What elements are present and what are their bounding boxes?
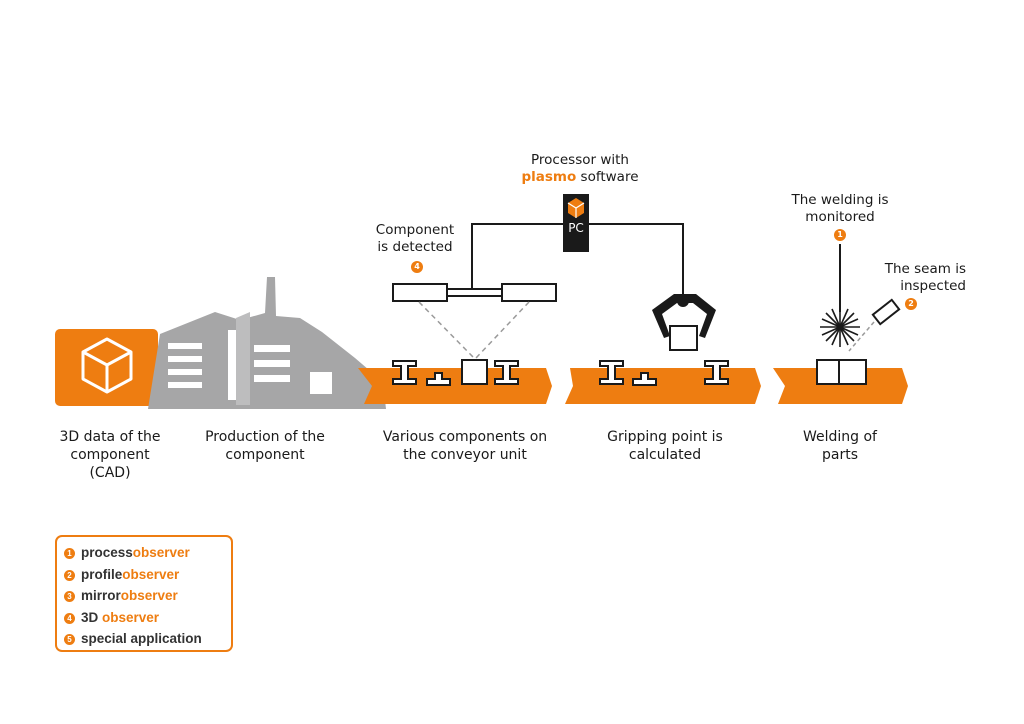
component-detected-label: Component is detected (375, 222, 455, 255)
plasmo-brand: plasmo (521, 169, 577, 185)
factory-icon (148, 277, 386, 409)
camera-icon (392, 283, 557, 302)
caption-production: Production of the component (205, 429, 325, 463)
processor-label: Processor with plasmo software (521, 152, 639, 185)
welding-monitored-label: The welding is monitored (791, 192, 889, 225)
caption-welding: Welding of parts (802, 429, 877, 463)
badge-2: 2 (905, 298, 917, 310)
pc-icon (563, 194, 589, 252)
caption-gripping: Gripping point is calculated (607, 429, 723, 463)
badge-4: 4 (411, 261, 423, 273)
caption-cad: 3D data of the component (CAD) (59, 429, 161, 481)
caption-conveyor: Various components on the conveyor unit (382, 429, 548, 463)
badge-1: 1 (834, 229, 846, 241)
sensor-icon (848, 298, 901, 352)
gripper-icon (652, 294, 716, 351)
pc-label: PC (568, 221, 584, 235)
cad-cube-icon (55, 329, 158, 406)
seam-inspected-label: The seam is inspected (884, 261, 966, 294)
laser-icon (820, 307, 860, 347)
